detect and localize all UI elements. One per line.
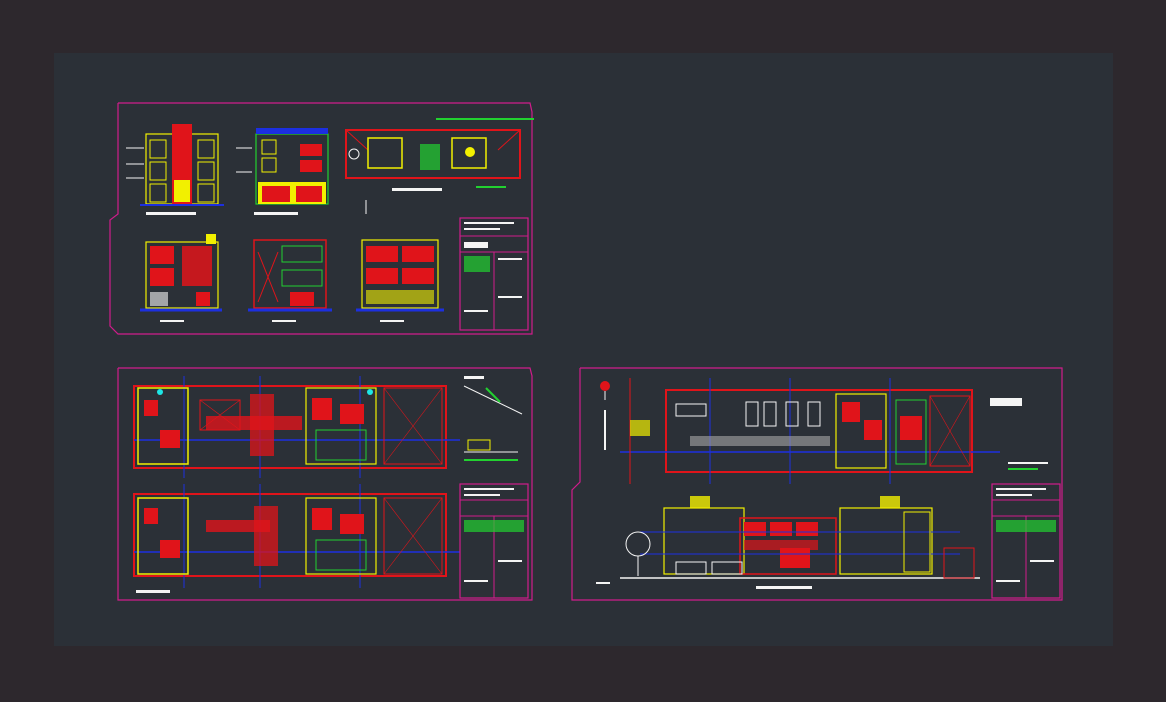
sheet-border (571, 367, 1063, 601)
sheet-3[interactable] (571, 367, 1063, 601)
sheet-border (117, 367, 533, 601)
north-arrow-icon (600, 381, 610, 450)
side-elevation (236, 128, 329, 215)
ground-floor-plan (133, 376, 460, 478)
title-block (459, 483, 529, 599)
sheet-border (109, 102, 533, 335)
section-a (140, 234, 222, 322)
roof-plan (345, 118, 534, 214)
front-elevation (126, 124, 224, 215)
title-block (459, 217, 529, 331)
model-space (54, 53, 1113, 646)
site-plan (620, 378, 1048, 484)
section-b (248, 239, 332, 322)
car-icon (675, 401, 821, 427)
upper-floor-plan (133, 484, 460, 593)
title-block (991, 483, 1061, 599)
longitudinal-section (596, 496, 980, 589)
section-c (356, 239, 444, 322)
sheet-2[interactable] (117, 367, 533, 601)
tree-icon (625, 531, 651, 576)
sheet-1[interactable] (109, 102, 534, 335)
stair-detail (463, 376, 523, 461)
